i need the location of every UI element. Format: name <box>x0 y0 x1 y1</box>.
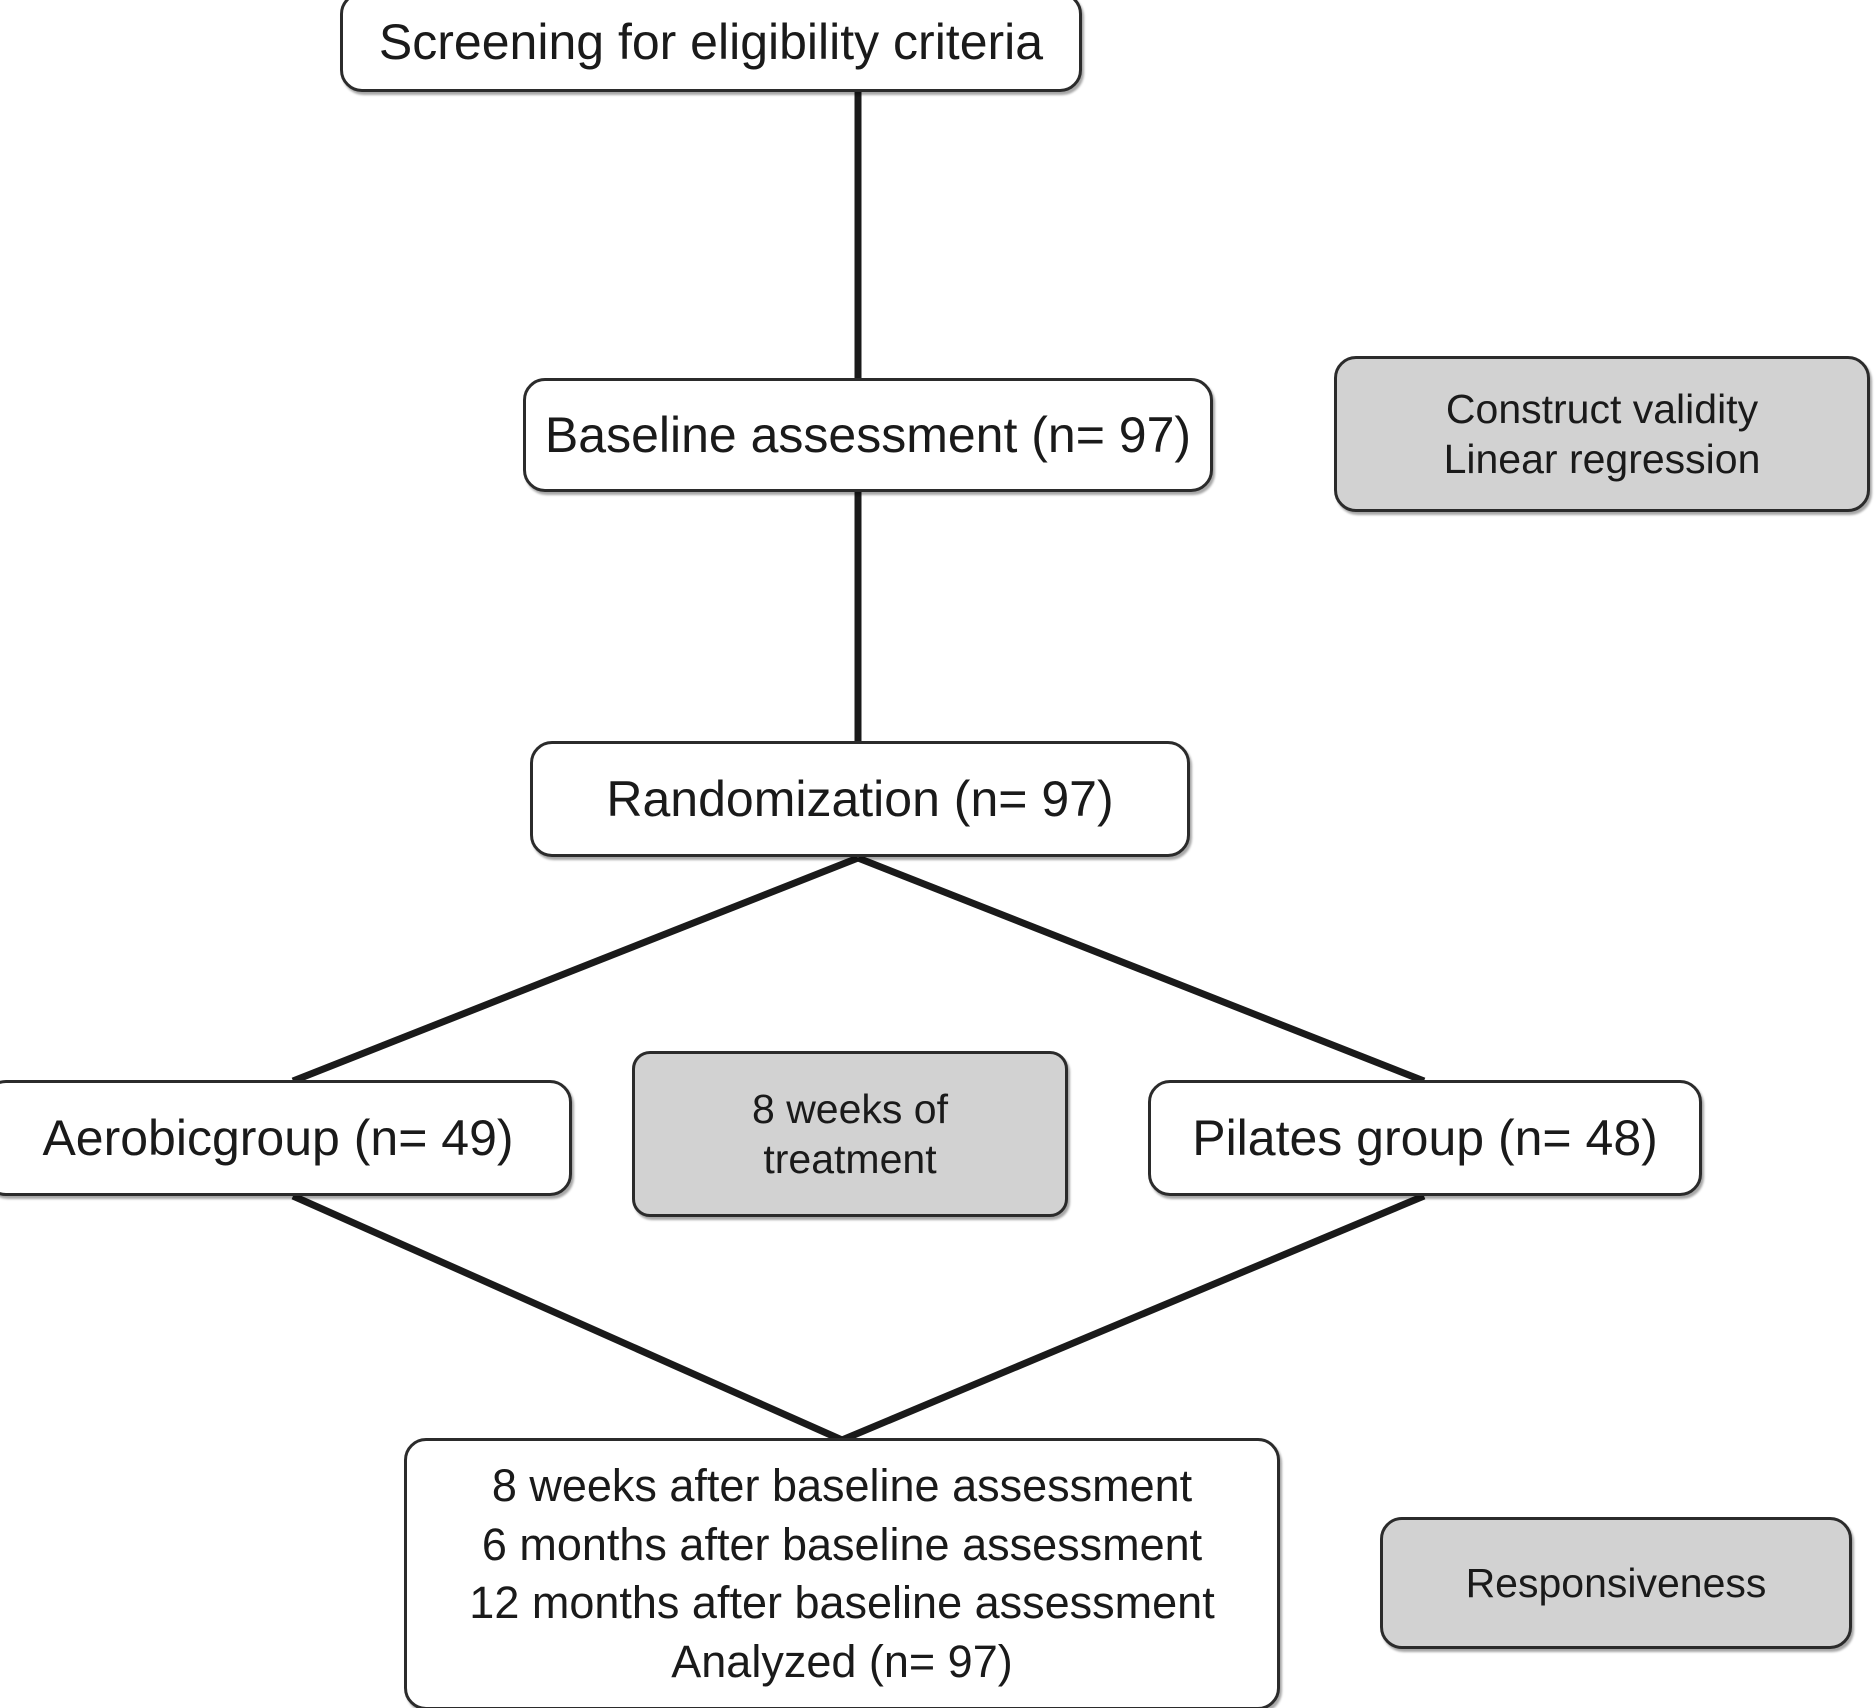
node-screening: Screening for eligibility criteria <box>340 0 1082 92</box>
node-pilates-group-label: Pilates group (n= 48) <box>1192 1109 1658 1166</box>
node-responsiveness-label: Responsiveness <box>1465 1559 1767 1606</box>
node-aerobic-group-label: Aerobicgroup (n= 49) <box>42 1109 514 1166</box>
node-baseline-assessment: Baseline assessment (n= 97) <box>523 378 1213 492</box>
node-aerobic-group: Aerobicgroup (n= 49) <box>0 1080 572 1196</box>
edge-randomization-to-aerobic <box>291 854 860 1085</box>
node-construct-validity-label: Construct validity Linear regression <box>1443 385 1761 482</box>
node-construct-validity: Construct validity Linear regression <box>1334 356 1870 512</box>
node-treatment-period: 8 weeks of treatment <box>632 1051 1068 1217</box>
node-responsiveness: Responsiveness <box>1380 1517 1852 1649</box>
edge-aerobic-to-followup <box>291 1192 844 1444</box>
edge-pilates-to-followup <box>840 1192 1426 1444</box>
node-randomization-label: Randomization (n= 97) <box>606 770 1114 827</box>
node-screening-label: Screening for eligibility criteria <box>378 13 1044 70</box>
node-followup-assessments: 8 weeks after baseline assessment 6 mont… <box>404 1438 1280 1708</box>
node-baseline-assessment-label: Baseline assessment (n= 97) <box>544 406 1192 463</box>
node-followup-assessments-label: 8 weeks after baseline assessment 6 mont… <box>469 1460 1215 1687</box>
edge-randomization-to-pilates <box>856 854 1426 1085</box>
node-randomization: Randomization (n= 97) <box>530 741 1190 857</box>
node-treatment-period-label: 8 weeks of treatment <box>752 1085 948 1182</box>
node-pilates-group: Pilates group (n= 48) <box>1148 1080 1702 1196</box>
